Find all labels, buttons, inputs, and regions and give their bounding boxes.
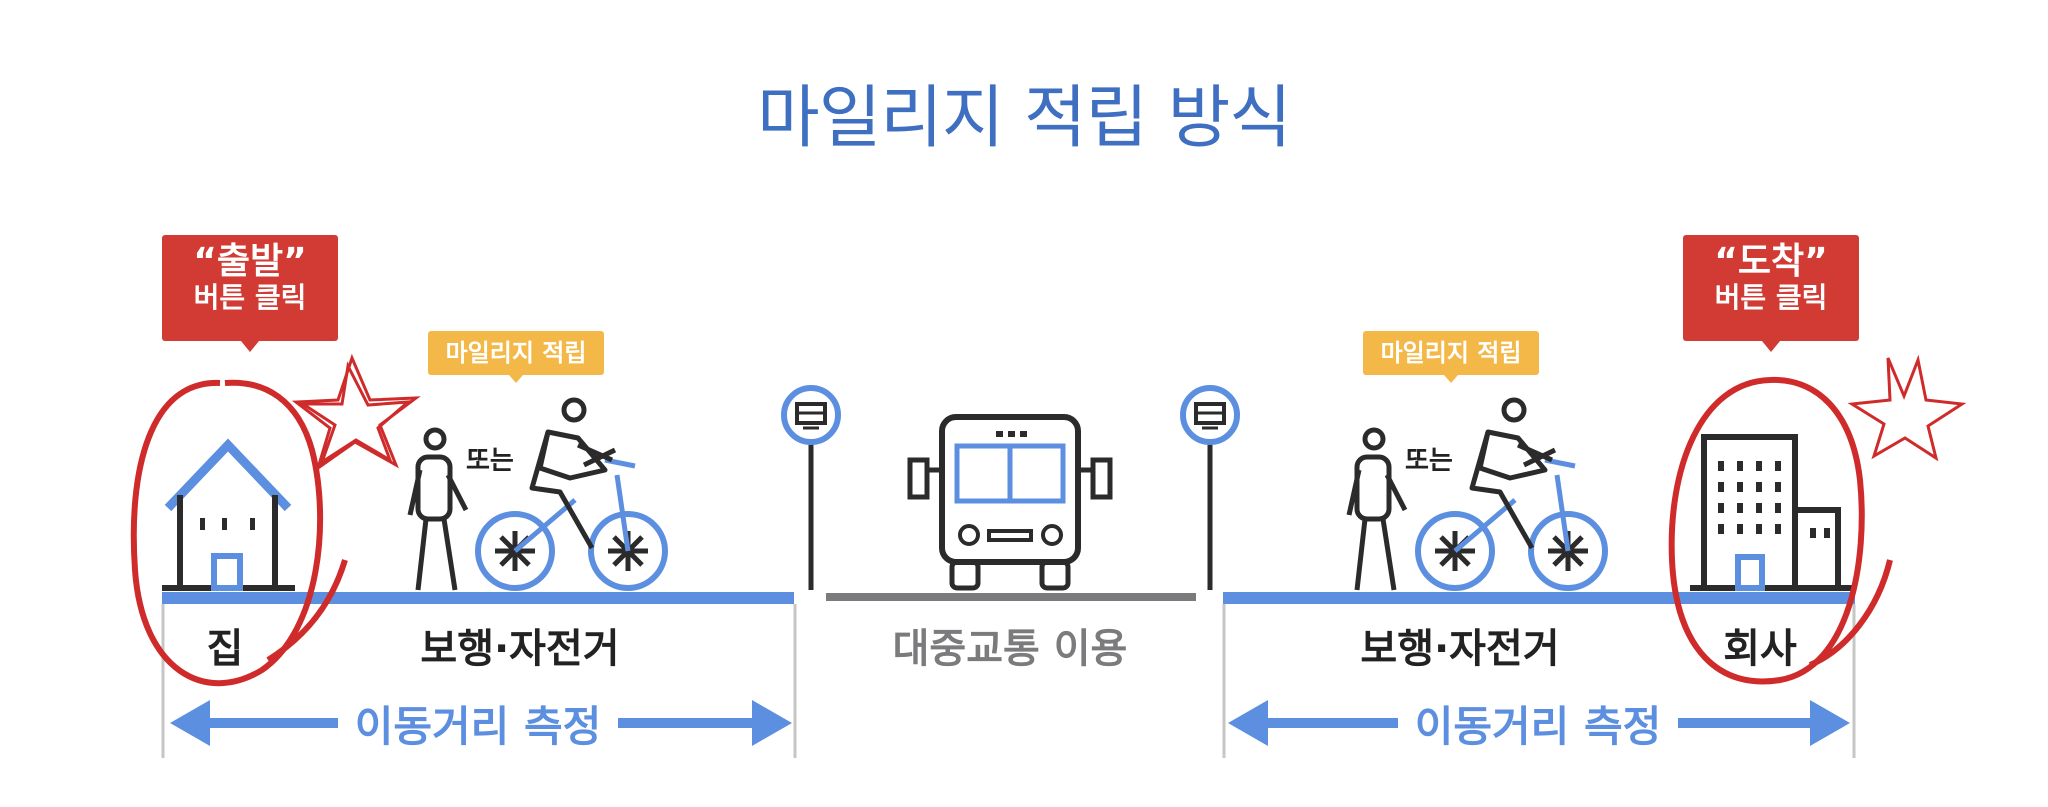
distance-measure-label-left: 이동거리 측정 xyxy=(338,693,618,754)
transit-route-line xyxy=(826,593,1196,601)
cyclist-icon xyxy=(1415,397,1608,591)
mileage-badge-left: 마일리지 적립 xyxy=(428,331,604,383)
page-title: 마일리지 적립 방식 xyxy=(757,79,1292,158)
pedestrian-icon xyxy=(407,427,469,591)
star-doodle-icon xyxy=(291,353,421,472)
pedestrian-icon xyxy=(1346,427,1408,591)
start-highlight-circle xyxy=(130,379,348,687)
cyclist-icon xyxy=(475,397,668,591)
end-button-callout: “도착” 버튼 클릭 xyxy=(1683,235,1859,352)
house-icon xyxy=(162,438,295,591)
distance-measure-label-right: 이동거리 측정 xyxy=(1398,693,1678,754)
end-highlight-circle xyxy=(1668,376,1893,685)
or-label-left: 또는 xyxy=(466,446,514,476)
mileage-badge-right: 마일리지 적립 xyxy=(1363,331,1539,383)
start-button-callout: “출발” 버튼 클릭 xyxy=(162,235,338,352)
end-callout-title: “도착” xyxy=(1714,241,1828,282)
walk-bike-label-left: 보행·자전거 xyxy=(420,626,620,672)
office-building-icon xyxy=(1690,434,1856,591)
right-route-line xyxy=(1223,592,1855,604)
public-transit-label: 대중교통 이용 xyxy=(892,626,1128,672)
or-label-right: 또는 xyxy=(1405,446,1453,476)
bus-stop-icon xyxy=(1180,385,1240,590)
walk-bike-label-right: 보행·자전거 xyxy=(1360,626,1560,672)
end-callout-subtitle: 버튼 클릭 xyxy=(1714,281,1828,315)
left-route-line xyxy=(162,592,794,604)
star-doodle-icon xyxy=(1847,354,1967,462)
bus-stop-icon xyxy=(781,385,841,590)
bus-icon xyxy=(907,414,1113,591)
company-label: 회사 xyxy=(1723,626,1797,672)
start-callout-title: “출발” xyxy=(193,241,307,282)
home-label: 집 xyxy=(206,626,244,672)
start-callout-subtitle: 버튼 클릭 xyxy=(193,281,307,315)
